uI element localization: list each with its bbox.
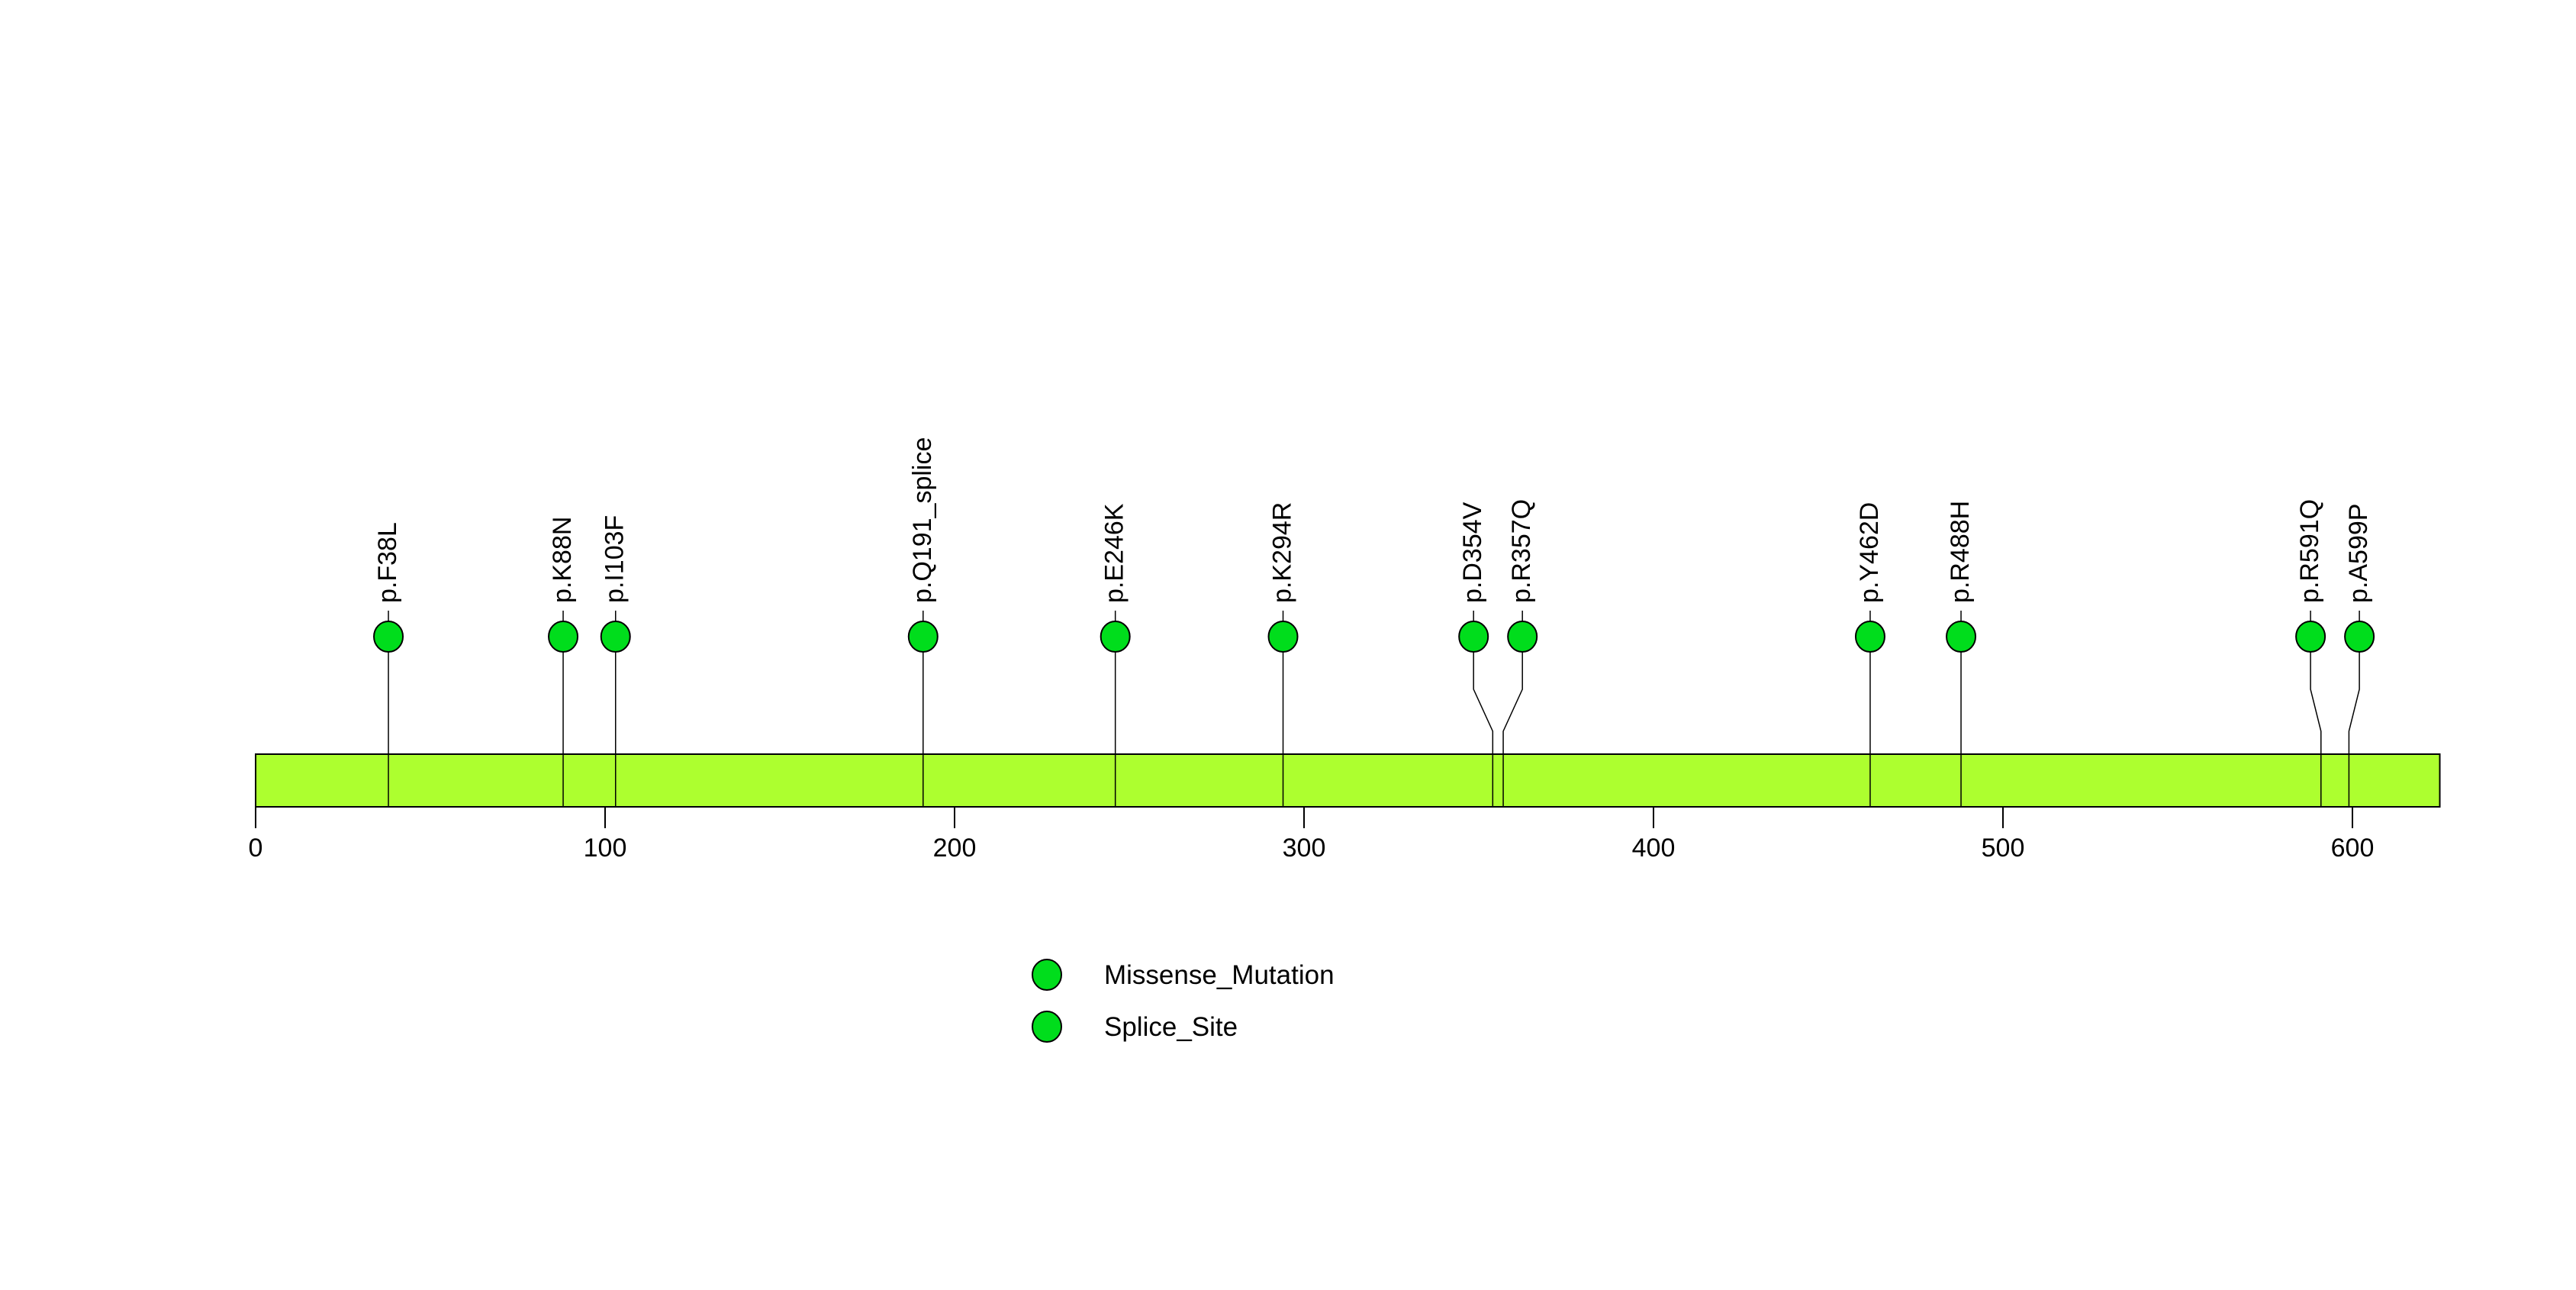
lollipop-head	[2344, 621, 2375, 653]
mutation-label: p.R357Q	[1507, 499, 1536, 603]
legend-label: Missense_Mutation	[1104, 960, 1335, 990]
lollipop-head	[1854, 621, 1885, 653]
mutation-label: p.Y462D	[1855, 502, 1884, 603]
lollipop-head	[600, 621, 631, 653]
lollipop-head	[907, 621, 939, 653]
mutation-label: p.K294R	[1268, 502, 1297, 603]
lollipop-head	[1100, 621, 1131, 653]
lollipop-stem	[1473, 652, 1494, 807]
axis-tick-label: 200	[933, 834, 977, 863]
lollipop-head	[1946, 621, 1977, 653]
axis-tick-label: 0	[249, 834, 263, 863]
legend-swatch	[1032, 1011, 1062, 1043]
mutation-label: p.Q191_splice	[908, 437, 937, 603]
axis-tick-label: 100	[584, 834, 627, 863]
axis-tick-label: 300	[1283, 834, 1326, 863]
legend-label: Splice_Site	[1104, 1012, 1238, 1042]
mutation-label: p.D354V	[1458, 501, 1487, 603]
legend-swatch	[1032, 959, 1062, 991]
lollipop-head	[548, 621, 579, 653]
lollipop-stem	[2348, 652, 2360, 807]
lollipop-stem	[2310, 652, 2322, 807]
lollipop-head	[1507, 621, 1538, 653]
lollipop-head	[1458, 621, 1489, 653]
protein-bar	[255, 753, 2441, 808]
axis-tick-label: 400	[1632, 834, 1676, 863]
lollipop-head	[1267, 621, 1299, 653]
lollipop-head	[2295, 621, 2326, 653]
mutation-label: p.E246K	[1100, 503, 1129, 603]
mutation-label: p.R591Q	[2295, 499, 2324, 603]
axis-tick-label: 500	[1982, 834, 2025, 863]
lollipop-head	[373, 621, 404, 653]
mutation-label: p.R488H	[1946, 501, 1975, 603]
axis-tick-label: 600	[2331, 834, 2375, 863]
mutation-label: p.A599P	[2344, 504, 2373, 603]
mutation-label: p.F38L	[373, 522, 402, 603]
lollipop-stem	[1502, 652, 1523, 807]
mutation-label: p.I103F	[601, 515, 630, 603]
mutation-label: p.K88N	[548, 517, 577, 603]
